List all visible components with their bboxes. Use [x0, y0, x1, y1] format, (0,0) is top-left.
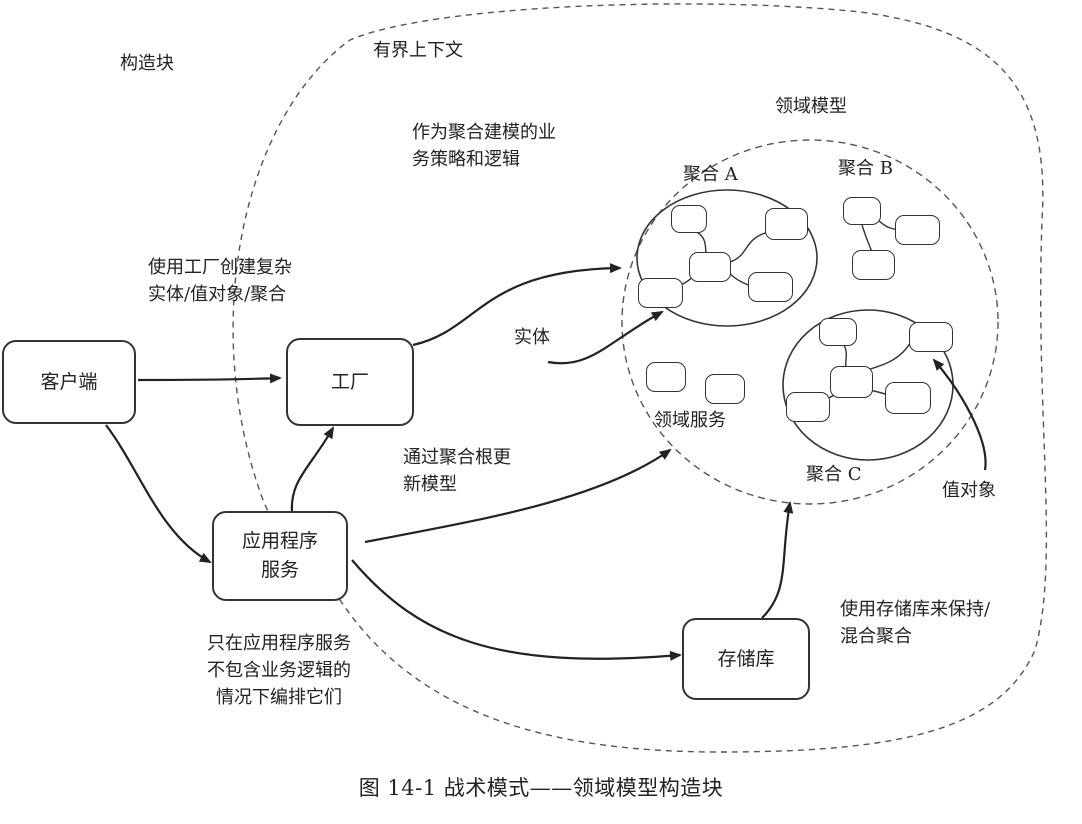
- aggregate-root-note-label: 通过聚合根更 新模型: [403, 447, 511, 495]
- building-blocks-label: 构造块: [120, 53, 174, 74]
- app-service-label: 应用程序 服务: [241, 530, 318, 581]
- client-label: 客户端: [40, 370, 98, 393]
- client-node: 客户端: [2, 340, 136, 424]
- domain-service-member: [646, 362, 686, 392]
- aggregate-c-member: [885, 382, 931, 414]
- arrow-app-service-to-domain-model: [364, 448, 672, 544]
- aggregate-a-member: [689, 252, 731, 282]
- domain-model-label: 领域模型: [775, 96, 847, 117]
- aggregate-c-label: 聚合 C: [806, 464, 862, 485]
- domain-service-member: [705, 374, 745, 404]
- arrow-app-service-to-factory: [290, 426, 334, 513]
- arrow-app-service-to-repository: [351, 559, 682, 661]
- aggregate-b-label: 聚合 B: [838, 158, 893, 179]
- figure-caption: 图 14-1 战术模式——领域模型构造块: [358, 776, 724, 800]
- aggregate-b-link: [861, 224, 873, 253]
- arrow-client-to-factory: [137, 373, 282, 384]
- app-service-note-label: 只在应用程序服务 不包含业务逻辑的 情况下编排它们: [207, 633, 351, 708]
- value-object-label: 值对象: [942, 480, 996, 501]
- aggregate-c-member: [909, 322, 953, 352]
- arrow-repository-to-domain-model: [761, 501, 794, 619]
- aggregate-c-member: [830, 366, 873, 398]
- aggregate-a-member: [638, 278, 683, 308]
- app-service-node: 应用程序 服务: [212, 511, 348, 601]
- factory-label: 工厂: [330, 370, 369, 393]
- arrow-factory-to-aggregate-a: [412, 263, 622, 347]
- aggregate-a-label: 聚合 A: [683, 164, 738, 185]
- repository-node: 存储库: [682, 618, 810, 700]
- arrow-entity-to-aggregate-a: [547, 311, 664, 365]
- factory-node: 工厂: [286, 338, 414, 426]
- aggregate-policy-label: 作为聚合建模的业 务策略和逻辑: [412, 122, 556, 170]
- aggregate-a-link: [729, 231, 769, 263]
- domain-model-boundary: [621, 139, 999, 505]
- bounded-context-label: 有界上下文: [373, 40, 463, 61]
- bounded-context-boundary: [232, 3, 1048, 753]
- aggregate-a-boundary: [636, 189, 818, 327]
- repository-note-label: 使用存储库来保持/ 混合聚合: [840, 599, 991, 647]
- aggregate-c-member: [819, 318, 857, 346]
- entity-label: 实体: [514, 327, 550, 348]
- aggregate-b-member: [895, 215, 940, 245]
- arrow-value-object-to-aggregate-c: [932, 358, 987, 471]
- repository-label: 存储库: [717, 647, 775, 670]
- aggregate-c-member: [786, 392, 830, 422]
- arrow-client-to-app-service: [105, 424, 212, 563]
- factory-note-label: 使用工厂创建复杂 实体/值对象/聚合: [148, 257, 292, 305]
- domain-service-label: 领域服务: [654, 410, 726, 431]
- aggregate-a-member: [748, 272, 793, 302]
- aggregate-b-member: [852, 250, 895, 280]
- aggregate-b-member: [843, 197, 881, 225]
- aggregate-a-member: [765, 208, 808, 240]
- aggregate-a-member: [671, 205, 707, 233]
